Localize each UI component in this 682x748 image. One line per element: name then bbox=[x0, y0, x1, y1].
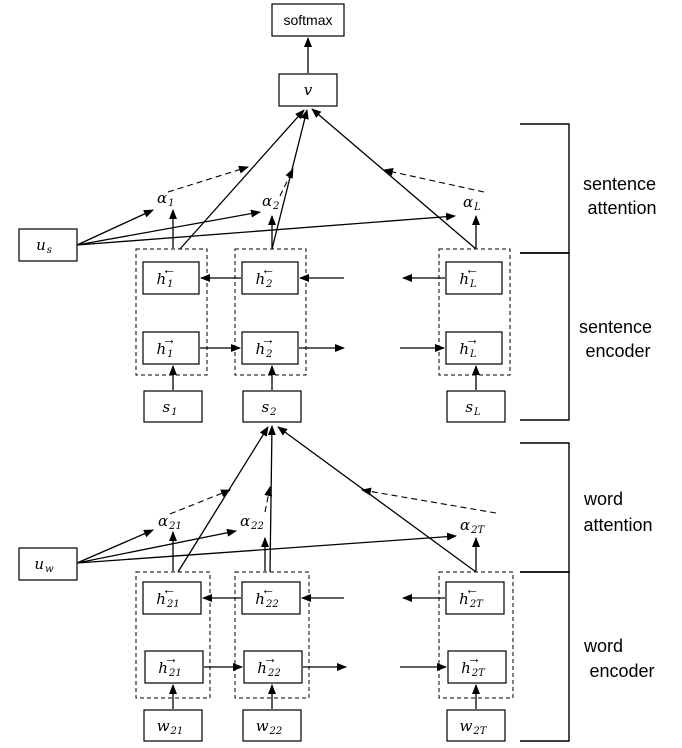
word-attention-bracket bbox=[520, 442, 570, 573]
word-attention-weight-22: α22 bbox=[240, 512, 264, 532]
sentence-input-2: s2 bbox=[242, 390, 302, 423]
word-input-21: w21 bbox=[143, 709, 203, 742]
word-attention-weight-21: α21 bbox=[158, 512, 182, 532]
svg-text:h21: h21 bbox=[156, 590, 179, 610]
sentence-recurrent-arrows bbox=[200, 274, 445, 352]
sentence-context-vector: us bbox=[18, 228, 78, 262]
sentence-bigru-group-1 bbox=[135, 248, 208, 376]
sentence-input-L: sL bbox=[446, 390, 506, 423]
svg-text:h21: h21 bbox=[158, 659, 181, 679]
svg-text:←: ← bbox=[261, 261, 275, 277]
word-backward-state-21: h21 ← bbox=[142, 581, 202, 615]
svg-text:sL: sL bbox=[465, 398, 481, 418]
sentence-attention-weight-2: α2 bbox=[262, 192, 280, 212]
sentence-attention-weight-L: αL bbox=[463, 193, 481, 213]
sentence-bigru-group-2 bbox=[234, 248, 307, 376]
svg-text:→: → bbox=[465, 331, 479, 347]
svg-text:→: → bbox=[263, 650, 277, 666]
svg-text:w21: w21 bbox=[157, 717, 184, 737]
sentence-attention-bracket bbox=[520, 123, 570, 254]
word-context-vector: uw bbox=[18, 547, 78, 581]
word-input-2T: w2T bbox=[446, 709, 506, 742]
v-label: v bbox=[304, 81, 313, 99]
sentence-forward-state-L: hL → bbox=[445, 331, 503, 365]
sentence-backward-state-1: h1 ← bbox=[142, 261, 200, 295]
svg-text:hL: hL bbox=[459, 270, 477, 290]
svg-text:→: → bbox=[164, 650, 178, 666]
svg-text:h2: h2 bbox=[255, 340, 272, 360]
svg-text:→: → bbox=[467, 650, 481, 666]
svg-text:h2T: h2T bbox=[459, 590, 484, 610]
sentence-input-arrows bbox=[169, 365, 480, 390]
svg-text:uw: uw bbox=[34, 555, 54, 575]
svg-text:s2: s2 bbox=[261, 398, 276, 418]
svg-text:←: ← bbox=[162, 261, 176, 277]
svg-text:←: ← bbox=[465, 261, 479, 277]
svg-text:h1: h1 bbox=[156, 270, 173, 290]
word-encoder-label: word encoder bbox=[583, 636, 655, 681]
svg-text:hL: hL bbox=[459, 340, 477, 360]
word-bigru-group-21 bbox=[135, 571, 211, 699]
word-forward-state-22: h22 → bbox=[243, 650, 303, 684]
word-backward-state-2T: h2T ← bbox=[445, 581, 505, 615]
svg-text:←: ← bbox=[465, 581, 479, 597]
svg-text:→: → bbox=[261, 331, 275, 347]
word-input-22: w22 bbox=[242, 709, 302, 742]
word-forward-state-2T: h2T → bbox=[447, 650, 507, 684]
word-backward-state-22: h22 ← bbox=[241, 581, 301, 615]
sentence-encoder-bracket bbox=[520, 252, 570, 421]
v-node: v bbox=[278, 73, 338, 107]
svg-text:h1: h1 bbox=[156, 340, 173, 360]
sentence-attention-label: sentence attention bbox=[583, 174, 661, 218]
svg-text:h2T: h2T bbox=[461, 659, 486, 679]
sentence-forward-state-1: h1 → bbox=[142, 331, 200, 365]
sentence-input-1: s1 bbox=[143, 390, 203, 423]
sentence-forward-state-2: h2 → bbox=[241, 331, 299, 365]
svg-text:w22: w22 bbox=[256, 717, 283, 737]
sentence-encoder-label: sentence encoder bbox=[579, 317, 657, 361]
word-attention-weight-2T: α2T bbox=[460, 516, 486, 536]
word-encoder-bracket bbox=[520, 571, 570, 742]
svg-text:←: ← bbox=[261, 581, 275, 597]
svg-text:us: us bbox=[36, 236, 52, 256]
svg-text:h22: h22 bbox=[257, 659, 280, 679]
word-input-arrows bbox=[169, 684, 480, 709]
softmax-label: softmax bbox=[283, 12, 332, 28]
word-bigru-group-22 bbox=[234, 571, 310, 699]
svg-text:h22: h22 bbox=[255, 590, 278, 610]
svg-text:s1: s1 bbox=[162, 398, 177, 418]
word-forward-state-21: h21 → bbox=[144, 650, 204, 684]
svg-text:h2: h2 bbox=[255, 270, 272, 290]
svg-text:w2T: w2T bbox=[460, 717, 488, 737]
softmax-node: softmax bbox=[271, 3, 345, 37]
sentence-attention-weight-1: α1 bbox=[157, 189, 175, 209]
sentence-backward-state-L: hL ← bbox=[445, 261, 503, 295]
word-attention-arrows bbox=[76, 425, 497, 573]
sentence-backward-state-2: h2 ← bbox=[241, 261, 299, 295]
svg-text:←: ← bbox=[162, 581, 176, 597]
word-attention-label: word attention bbox=[583, 489, 653, 535]
word-recurrent-arrows bbox=[202, 594, 447, 671]
sentence-attention-arrows bbox=[76, 108, 485, 250]
sentence-bigru-group-L bbox=[438, 248, 511, 376]
svg-text:→: → bbox=[162, 331, 176, 347]
